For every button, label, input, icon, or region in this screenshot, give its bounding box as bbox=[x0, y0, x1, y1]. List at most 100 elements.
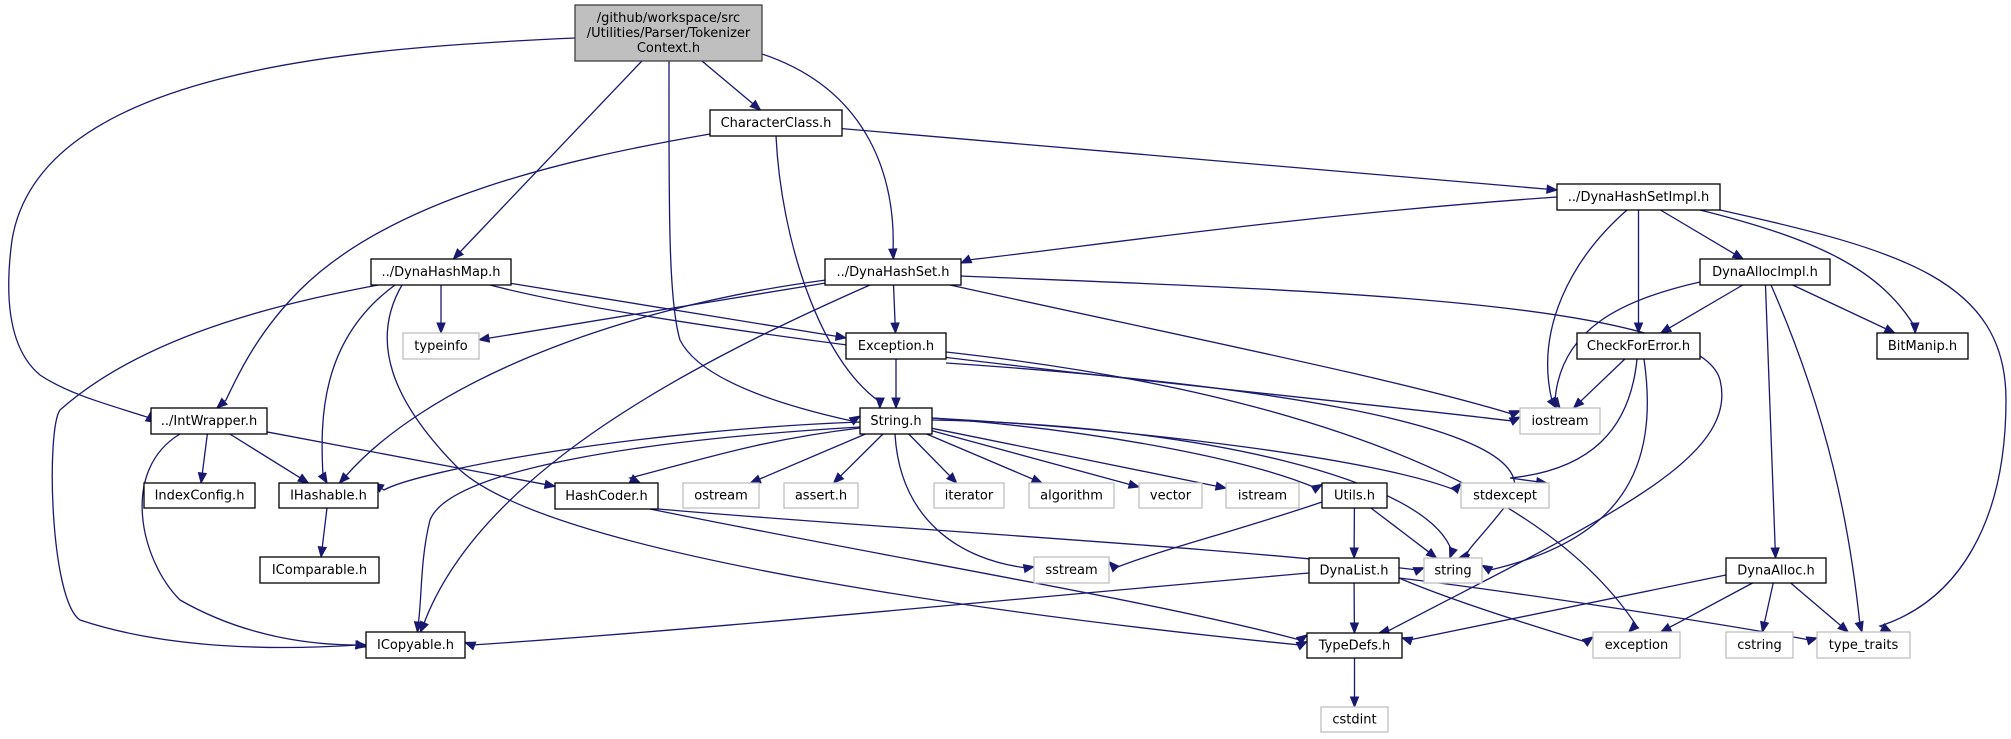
node-icopyable[interactable]: ICopyable.h bbox=[365, 631, 466, 659]
edge-root-to-dynahashset-line bbox=[761, 53, 894, 253]
edge-exception-to-string bbox=[891, 359, 901, 410]
node-box bbox=[783, 482, 859, 509]
node-box bbox=[1816, 631, 1911, 659]
edge-intwrapper-to-ihashable bbox=[229, 433, 310, 484]
node-checkforerror[interactable]: CheckForError.h bbox=[1576, 332, 1701, 360]
node-dynahashset[interactable]: ../DynaHashSet.h bbox=[824, 258, 962, 286]
node-label: IHashable.h bbox=[290, 489, 367, 504]
edge-string-to-assert-arrowhead bbox=[832, 472, 845, 484]
node-hashcoder[interactable]: HashCoder.h bbox=[554, 482, 659, 510]
edge-exception-to-string-arrowhead bbox=[891, 397, 901, 410]
edge-dynahashmap-to-iostream-line bbox=[489, 284, 1515, 423]
node-label: stdexcept bbox=[1473, 489, 1537, 504]
node-box bbox=[1306, 632, 1403, 659]
edge-dynahashmap-to-exception-line bbox=[510, 282, 837, 337]
node-label: String.h bbox=[870, 414, 921, 429]
edge-string-to-hashcoder-line bbox=[628, 427, 861, 480]
node-label: Utils.h bbox=[1334, 489, 1375, 504]
edge-string-to-stdexcept-arrowhead bbox=[1450, 481, 1462, 495]
edge-characterclass-to-intwrapper bbox=[215, 133, 711, 409]
edge-root-to-dynahashmap-line bbox=[459, 60, 643, 253]
edge-dynahashset-to-typeinfo-arrowhead bbox=[477, 333, 491, 343]
node-box bbox=[1460, 482, 1550, 509]
edge-characterclass-to-dynahashsetimpl-line bbox=[841, 128, 1548, 190]
edge-dynahashset-to-iostream-arrowhead bbox=[1508, 410, 1522, 420]
edge-string-to-algorithm-arrowhead bbox=[1030, 474, 1044, 484]
node-string[interactable]: String.h bbox=[859, 407, 933, 435]
edge-dynahashset-to-icopyable-line bbox=[422, 284, 871, 627]
edge-intwrapper-to-hashcoder bbox=[266, 431, 557, 489]
edge-string-to-algorithm-line bbox=[926, 433, 1034, 480]
node-box bbox=[845, 332, 947, 360]
edge-root-to-characterclass bbox=[701, 60, 762, 111]
node-box bbox=[682, 482, 760, 509]
edge-dynaallocimpl-to-bitmanip bbox=[1792, 284, 1897, 334]
node-exception[interactable]: Exception.h bbox=[845, 332, 947, 360]
edge-string-to-vector-line bbox=[931, 430, 1130, 485]
node-characterclass[interactable]: CharacterClass.h bbox=[709, 109, 843, 137]
node-utils[interactable]: Utils.h bbox=[1321, 482, 1388, 509]
node-label: ICopyable.h bbox=[377, 638, 454, 653]
edge-dynahashset-to-iostream bbox=[949, 284, 1522, 420]
node-dynahashsetimpl[interactable]: ../DynaHashSetImpl.h bbox=[1556, 183, 1721, 211]
edge-ihashable-to-icomparable bbox=[317, 507, 328, 559]
node-indexconfig[interactable]: IndexConfig.h bbox=[143, 482, 256, 509]
node-ihashable[interactable]: IHashable.h bbox=[278, 482, 379, 509]
edge-string-to-istream-arrowhead bbox=[1214, 481, 1228, 491]
node-label: iterator bbox=[945, 489, 994, 504]
edge-root-to-dynahashmap-arrowhead bbox=[452, 248, 465, 260]
node-box bbox=[933, 482, 1005, 509]
node-box bbox=[1423, 557, 1483, 584]
edge-characterclass-to-string bbox=[775, 135, 885, 410]
edge-hashcoder-to-string-arrowhead bbox=[1412, 567, 1426, 576]
edge-string-to-sstream-arrowhead bbox=[1022, 563, 1036, 574]
node-istream: istream bbox=[1225, 482, 1300, 509]
node-box bbox=[143, 482, 256, 509]
edge-dynaallocimpl-to-checkforerror-line bbox=[1669, 284, 1744, 329]
node-icomparable[interactable]: IComparable.h bbox=[259, 556, 380, 584]
edge-root-to-dynahashset-arrowhead bbox=[888, 248, 898, 261]
node-label: ../DynaHashSet.h bbox=[836, 265, 949, 280]
edge-intwrapper-to-indexconfig-arrowhead bbox=[197, 471, 208, 485]
edge-dynahashsetimpl-to-iostream-line bbox=[1547, 209, 1628, 402]
edge-dynaallocimpl-to-type_traits bbox=[1770, 284, 1864, 634]
edge-dynaallocimpl-to-type_traits-line bbox=[1770, 284, 1861, 626]
node-label: CharacterClass.h bbox=[721, 116, 832, 131]
node-label: DynaAlloc.h bbox=[1737, 564, 1815, 579]
edge-root-to-dynahashmap bbox=[452, 60, 643, 260]
node-root[interactable]: /github/workspace/src/Utilities/Parser/T… bbox=[574, 4, 763, 62]
edge-string-to-utils bbox=[931, 417, 1324, 494]
edge-dynahashsetimpl-to-type_traits-line bbox=[1719, 209, 2007, 628]
edge-dynaalloc-to-cstring bbox=[1760, 582, 1774, 634]
node-box bbox=[1225, 482, 1300, 509]
node-intwrapper[interactable]: ../IntWrapper.h bbox=[150, 407, 268, 435]
edge-dynahashset-to-ihashable bbox=[338, 279, 827, 484]
node-dynahashmap[interactable]: ../DynaHashMap.h bbox=[370, 258, 512, 286]
node-algorithm: algorithm bbox=[1028, 482, 1115, 509]
edge-utils-to-string bbox=[1370, 507, 1438, 559]
edge-dynahashsetimpl-to-dynaallocimpl-line bbox=[1660, 209, 1735, 255]
node-dynaalloc[interactable]: DynaAlloc.h bbox=[1725, 557, 1827, 584]
node-dynaallocimpl[interactable]: DynaAllocImpl.h bbox=[1699, 258, 1831, 286]
node-box bbox=[150, 407, 268, 435]
edge-characterclass-to-string-arrowhead bbox=[875, 397, 885, 410]
node-label: /Utilities/Parser/Tokenizer bbox=[587, 26, 751, 41]
edge-dynahashmap-to-exception bbox=[510, 282, 848, 341]
edge-utils-to-sstream bbox=[1108, 501, 1323, 573]
edge-dynaallocimpl-to-dynaalloc bbox=[1764, 284, 1780, 560]
edge-dynaalloc-to-type_traits-arrowhead bbox=[1837, 621, 1850, 633]
edge-intwrapper-to-indexconfig-line bbox=[201, 433, 208, 474]
edge-dynahashmap-to-ihashable bbox=[317, 284, 396, 485]
edge-dynaallocimpl-to-iostream-line bbox=[1553, 281, 1701, 403]
node-dynalist[interactable]: DynaList.h bbox=[1308, 557, 1400, 584]
edge-intwrapper-to-icopyable-line bbox=[141, 433, 359, 646]
node-stdexcept: stdexcept bbox=[1460, 482, 1550, 509]
edge-dynahashsetimpl-to-checkforerror bbox=[1633, 210, 1644, 335]
edge-string-to-sstream bbox=[894, 433, 1036, 574]
node-typedefs[interactable]: TypeDefs.h bbox=[1306, 632, 1403, 659]
edge-dynahashmap-to-typedefs-line bbox=[386, 284, 1303, 647]
node-label: ../IntWrapper.h bbox=[161, 414, 257, 429]
edge-string-to-icopyable-arrowhead bbox=[413, 621, 424, 634]
node-bitmanip[interactable]: BitManip.h bbox=[1876, 332, 1969, 360]
edge-dynalist-to-typedefs-arrowhead bbox=[1349, 622, 1360, 635]
